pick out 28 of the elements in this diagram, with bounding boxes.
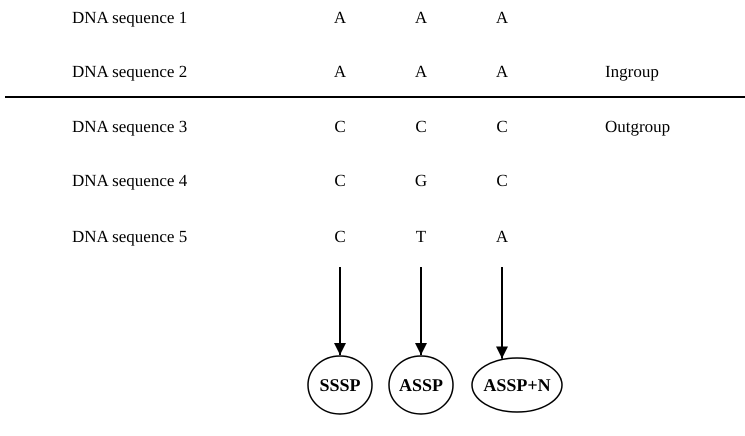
nucleotide-label: A	[414, 62, 428, 82]
nucleotide-label: A	[496, 227, 508, 247]
row-label: DNA sequence 3	[72, 117, 188, 137]
nucleotide-label: A	[496, 62, 508, 82]
nucleotide-label: C	[496, 117, 508, 137]
nucleotide-label: T	[416, 227, 426, 247]
group-label: Ingroup	[605, 62, 659, 82]
row-label: DNA sequence 4	[72, 171, 188, 191]
nucleotide-label: C	[334, 117, 346, 137]
nucleotide-label: C	[334, 227, 346, 247]
nucleotide-label: A	[334, 8, 346, 28]
arrow	[415, 267, 427, 355]
node-label: SSSP	[319, 374, 361, 396]
node-label: ASSP+N	[483, 374, 551, 396]
nucleotide-label: A	[496, 8, 508, 28]
row-label: DNA sequence 1	[72, 8, 188, 28]
group-label: Outgroup	[605, 117, 670, 137]
node-label: ASSP	[398, 374, 443, 396]
nucleotide-label: C	[334, 171, 346, 191]
nucleotide-label: A	[334, 62, 346, 82]
nucleotide-label: G	[414, 171, 428, 191]
row-label: DNA sequence 2	[72, 62, 188, 82]
nucleotide-label: A	[414, 8, 428, 28]
nucleotide-label: C	[415, 117, 427, 137]
arrow	[334, 267, 346, 355]
nucleotide-label: C	[496, 171, 508, 191]
row-label: DNA sequence 5	[72, 227, 188, 247]
arrow	[496, 267, 508, 359]
